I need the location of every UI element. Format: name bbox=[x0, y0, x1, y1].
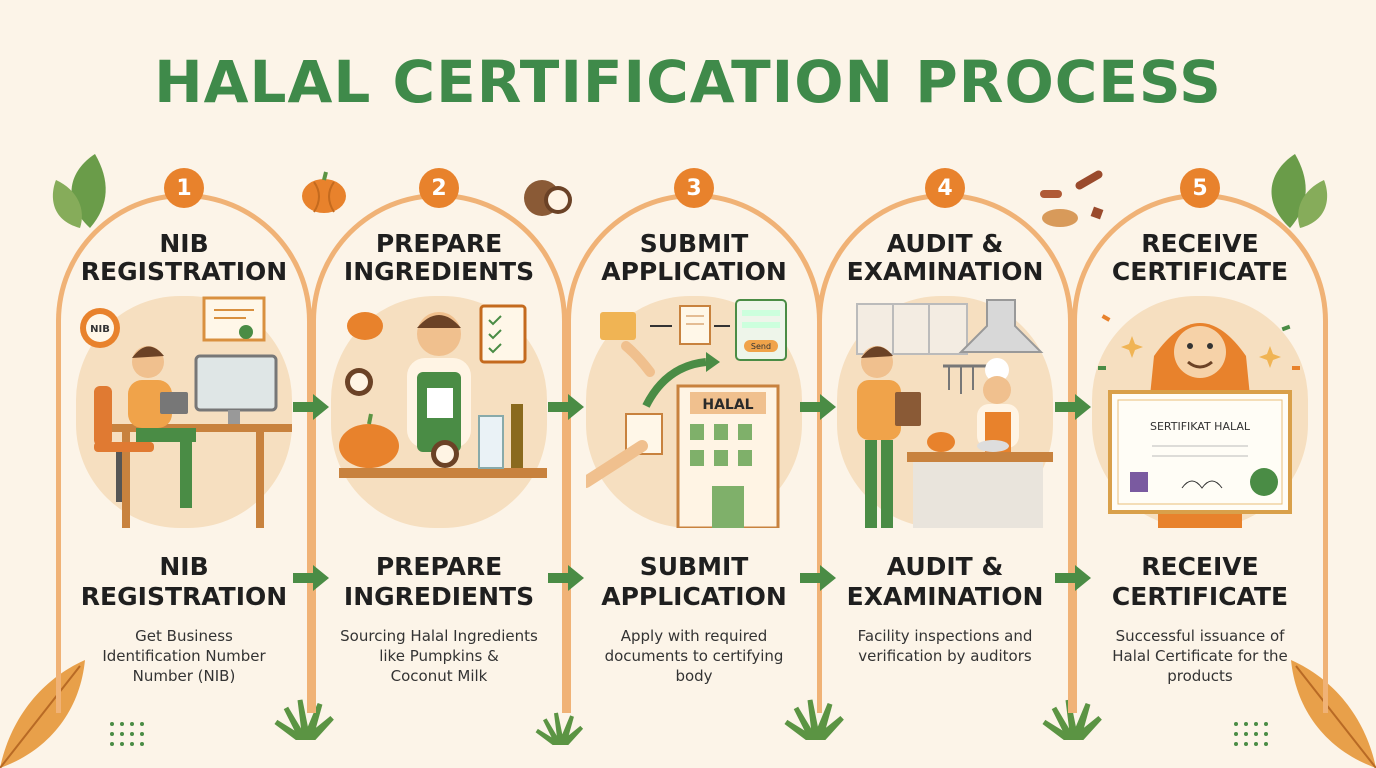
send-label: Send bbox=[751, 342, 771, 351]
arrow-right-icon bbox=[293, 565, 329, 591]
folder-icon bbox=[600, 312, 655, 377]
send-form-icon: Send bbox=[735, 299, 787, 361]
page-title: HALAL CERTIFICATION PROCESS bbox=[154, 48, 1222, 116]
step-receive-certificate: 5 RECEIVE CERTIFICATE SERTIFIK bbox=[1072, 168, 1328, 728]
step-description: Facility inspections and verification by… bbox=[857, 627, 1033, 665]
gear-label: NIB bbox=[90, 324, 110, 335]
desk-icon bbox=[106, 424, 292, 432]
utensils-icon bbox=[943, 364, 987, 394]
document-icon bbox=[679, 305, 711, 345]
step-number-badge: 5 bbox=[1180, 168, 1220, 208]
arrow-right-icon bbox=[548, 394, 584, 420]
certificate-title: SERTIFIKAT HALAL bbox=[1150, 420, 1251, 433]
pointing-hand-icon bbox=[586, 413, 663, 488]
arrow-right-icon bbox=[1055, 565, 1091, 591]
counter-icon bbox=[907, 452, 1053, 462]
step-heading: AUDIT & EXAMINATION bbox=[846, 229, 1044, 286]
arrow-right-icon bbox=[800, 565, 836, 591]
leaf-cluster-icon bbox=[52, 154, 106, 228]
clipboard-icon bbox=[479, 304, 527, 364]
step-heading-repeat: AUDIT & EXAMINATION bbox=[846, 552, 1044, 611]
arrow-right-icon bbox=[1055, 394, 1091, 420]
step-heading-repeat: RECEIVE CERTIFICATE bbox=[1111, 552, 1289, 611]
step-description: Apply with required documents to certify… bbox=[604, 627, 784, 685]
leaf-cluster-icon bbox=[1271, 154, 1328, 228]
chair-icon bbox=[94, 386, 154, 502]
step-heading: RECEIVE CERTIFICATE bbox=[1111, 229, 1289, 286]
range-hood-icon bbox=[958, 299, 1044, 353]
certificate-icon bbox=[202, 296, 266, 342]
chef-icon bbox=[977, 358, 1019, 452]
arrow-right-icon bbox=[293, 394, 329, 420]
step-heading: SUBMIT APPLICATION bbox=[601, 229, 787, 286]
counter-icon bbox=[339, 468, 547, 478]
step-submit-application: 3 SUBMIT APPLICATION Send bbox=[566, 168, 822, 728]
arrow-right-icon bbox=[548, 565, 584, 591]
building-sign: HALAL bbox=[702, 397, 753, 413]
pumpkin-icon bbox=[347, 312, 383, 340]
gear-icon: NIB bbox=[80, 308, 120, 348]
step-illustration: NIB bbox=[76, 296, 292, 528]
coconut-icon bbox=[345, 368, 459, 468]
arrow-right-icon bbox=[800, 394, 836, 420]
dot-grid-icon bbox=[110, 722, 144, 746]
dot-grid-icon bbox=[1234, 722, 1268, 746]
step-prepare-ingredients: 2 PREPARE INGREDIENTS bbox=[311, 168, 567, 728]
bowl-icon bbox=[977, 440, 1009, 452]
grass-icon bbox=[535, 712, 584, 745]
pumpkin-icon bbox=[339, 413, 399, 468]
milk-carton-icon bbox=[478, 404, 523, 469]
step-number-badge: 2 bbox=[419, 168, 459, 208]
step-heading: NIB REGISTRATION bbox=[80, 229, 288, 286]
step-heading-repeat: SUBMIT APPLICATION bbox=[601, 552, 787, 611]
confetti-icon bbox=[1098, 314, 1300, 370]
step-description: Successful issuance of Halal Certificate… bbox=[1112, 627, 1288, 685]
step-audit-examination: 4 AUDIT & EXAMINATION bbox=[817, 168, 1073, 728]
curved-arrow-icon bbox=[642, 358, 707, 408]
step-illustration bbox=[837, 296, 1053, 528]
step-description: Sourcing Halal Ingredients like Pumpkins… bbox=[340, 627, 538, 685]
auditor-icon bbox=[857, 346, 921, 528]
person-icon bbox=[407, 312, 471, 452]
step-illustration bbox=[331, 296, 547, 528]
step-illustration: Send HALAL bbox=[586, 296, 802, 528]
monitor-icon bbox=[194, 354, 278, 424]
step-nib-registration: 1 NIB REGISTRATION NIB bbox=[56, 168, 312, 728]
halal-certificate-icon: SERTIFIKAT HALAL bbox=[1108, 390, 1292, 514]
spices-icon bbox=[1040, 170, 1104, 227]
step-heading-repeat: PREPARE INGREDIENTS bbox=[343, 552, 535, 611]
step-illustration: SERTIFIKAT HALAL bbox=[1092, 296, 1308, 528]
halal-building-icon: HALAL bbox=[676, 384, 780, 528]
step-heading: PREPARE INGREDIENTS bbox=[343, 229, 535, 286]
step-heading-repeat: NIB REGISTRATION bbox=[80, 552, 288, 611]
step-number-badge: 1 bbox=[164, 168, 204, 208]
person-icon bbox=[128, 346, 196, 508]
kitchen-cabinets-icon bbox=[856, 303, 968, 355]
step-number-badge: 3 bbox=[674, 168, 714, 208]
step-number-badge: 4 bbox=[925, 168, 965, 208]
pumpkin-icon bbox=[927, 432, 955, 452]
coconut-icon bbox=[524, 180, 572, 216]
pumpkin-icon bbox=[302, 171, 346, 213]
step-description: Get Business Identification Number Numbe… bbox=[102, 627, 266, 685]
